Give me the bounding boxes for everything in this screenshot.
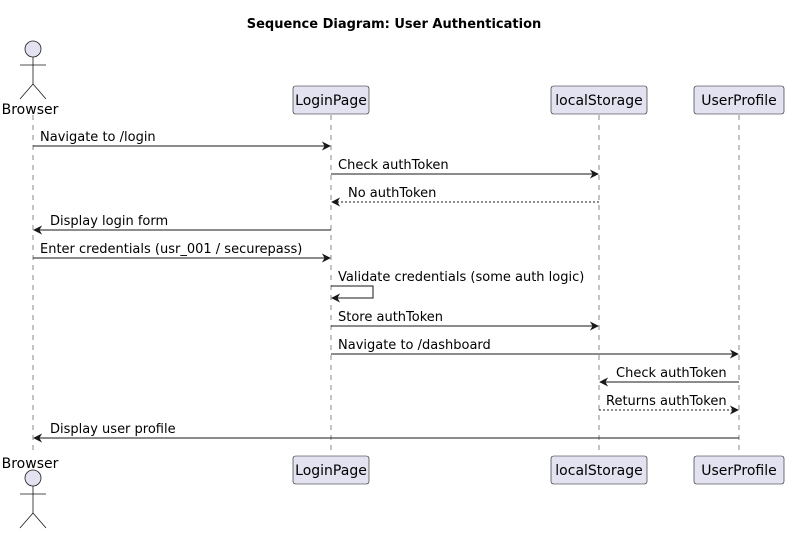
message-label: Display user profile: [50, 422, 176, 437]
actor-figure-browser-bottom: [19, 469, 47, 529]
actor-head-icon: [24, 469, 42, 487]
lifelines: [32, 115, 740, 455]
message-label: Enter credentials (usr_001 / securepass): [40, 242, 302, 257]
participant-rect-loginpage-bottom: [292, 455, 370, 485]
participants-bottom: Browser LoginPage localStorage UserProfile: [2, 455, 785, 529]
message-label: Navigate to /dashboard: [338, 338, 491, 353]
participant-rect-userprofile-top: [693, 85, 785, 115]
message-label: Returns authToken: [606, 394, 727, 409]
message-11: Display user profile: [33, 422, 739, 443]
participant-label-localstorage-bottom: localStorage: [555, 463, 642, 479]
participant-label-browser-top: Browser: [2, 102, 59, 118]
actor-leg-left: [19, 83, 34, 100]
message-label: Navigate to /login: [40, 130, 156, 145]
message-label: Check authToken: [616, 366, 727, 381]
message-label: Validate credentials (some auth logic): [338, 270, 584, 285]
message-2: Check authToken: [331, 158, 599, 179]
message-4: Display login form: [33, 214, 331, 235]
actor-leg-right: [32, 83, 47, 100]
actor-leg-left: [19, 512, 34, 529]
message-10: Returns authToken: [599, 394, 739, 415]
participant-label-userprofile-top: UserProfile: [701, 93, 776, 109]
message-1: Navigate to /login: [33, 130, 331, 151]
message-label: Store authToken: [338, 310, 443, 325]
message-label: Display login form: [50, 214, 168, 229]
message-7: Store authToken: [331, 310, 599, 331]
message-3: No authToken: [331, 186, 599, 207]
message-arrow: [331, 285, 374, 303]
message-8: Navigate to /dashboard: [331, 338, 739, 359]
actor-head-icon: [24, 40, 42, 58]
participant-box-loginpage-top: LoginPage: [292, 85, 370, 115]
message-label: No authToken: [348, 186, 436, 201]
message-6: Validate credentials (some auth logic): [331, 270, 584, 303]
participant-rect-localstorage-top: [550, 85, 648, 115]
participant-box-userprofile-top: UserProfile: [693, 85, 785, 115]
diagram-title: Sequence Diagram: User Authentication: [247, 17, 542, 32]
message-label: Check authToken: [338, 158, 449, 173]
actor-leg-right: [32, 512, 47, 529]
participant-rect-loginpage-top: [292, 85, 370, 115]
participant-label-localstorage-top: localStorage: [555, 93, 642, 109]
participant-box-localstorage-bottom: localStorage: [550, 455, 648, 485]
message-9: Check authToken: [599, 366, 739, 387]
participant-box-userprofile-bottom: UserProfile: [693, 455, 785, 485]
participant-rect-userprofile-bottom: [693, 455, 785, 485]
actor-figure-browser-top: [19, 40, 47, 100]
participant-label-loginpage-top: LoginPage: [295, 93, 367, 109]
participant-box-localstorage-top: localStorage: [550, 85, 648, 115]
participant-label-browser-bottom: Browser: [2, 456, 59, 472]
participants-top: Browser LoginPage localStorage UserProfile: [2, 40, 785, 118]
participant-label-loginpage-bottom: LoginPage: [295, 463, 367, 479]
participant-label-userprofile-bottom: UserProfile: [701, 463, 776, 479]
participant-box-loginpage-bottom: LoginPage: [292, 455, 370, 485]
participant-rect-localstorage-bottom: [550, 455, 648, 485]
message-5: Enter credentials (usr_001 / securepass): [33, 242, 331, 263]
